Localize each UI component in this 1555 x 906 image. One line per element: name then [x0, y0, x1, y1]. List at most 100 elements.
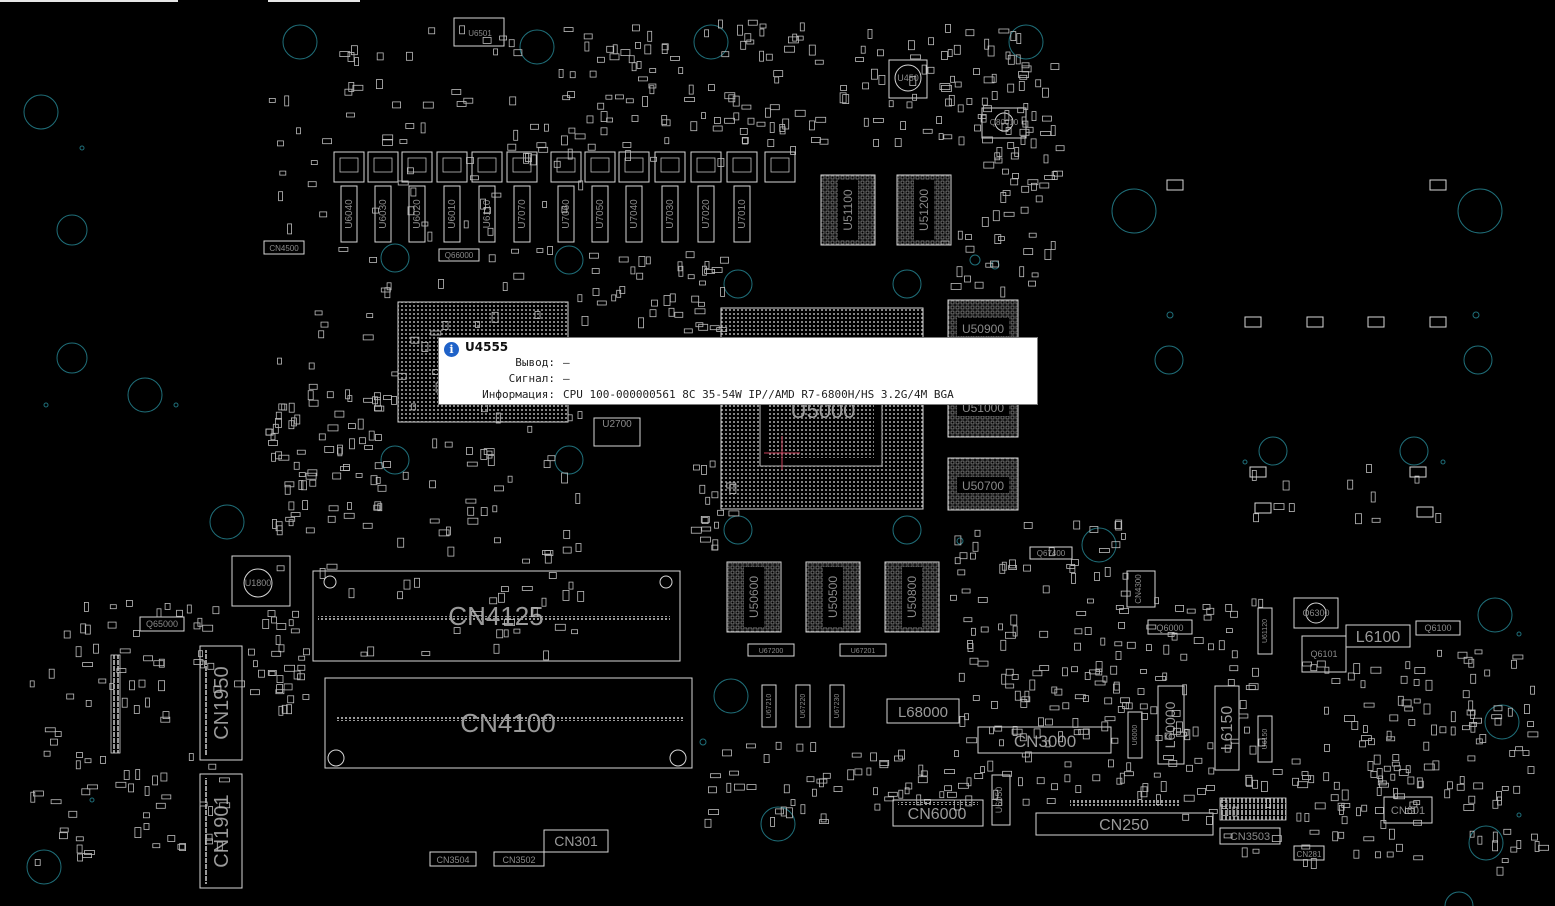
smd-passive	[453, 627, 461, 634]
smd-passive	[158, 658, 165, 668]
mosfet-q6101[interactable]: Q6101	[1301, 635, 1347, 673]
smd-passive	[422, 101, 434, 109]
mosfet-q6300[interactable]: Q6300	[1293, 597, 1339, 629]
smd-passive	[879, 760, 890, 766]
smd-passive	[544, 123, 549, 132]
inductor-l68000[interactable]: L68000	[886, 698, 960, 724]
chip-u6501[interactable]: U6501	[453, 17, 505, 47]
connector-cn3503[interactable]: CN3503	[1219, 797, 1287, 845]
smd-passive	[1347, 479, 1354, 490]
connector-cn1950[interactable]: CN1950	[199, 645, 243, 761]
mosfet-q6000[interactable]: Q6000	[1147, 619, 1193, 635]
smd-passive	[702, 265, 707, 276]
memory-u50500[interactable]: U50500	[805, 561, 861, 633]
svg-text:L6100: L6100	[1356, 629, 1401, 646]
chip-u6150[interactable]: U6150	[1257, 715, 1273, 763]
connector-cn3000[interactable]: CN3000	[977, 726, 1112, 754]
mosfet-q6100[interactable]: Q6100	[1415, 620, 1461, 636]
smd-passive	[405, 123, 415, 129]
mosfet-q65000[interactable]: Q65000	[139, 616, 185, 632]
memory-u51200[interactable]: U51200	[896, 174, 952, 246]
smd-passive	[456, 101, 467, 107]
smd-passive	[297, 664, 306, 671]
mosfet-q66000[interactable]: Q66000	[438, 248, 480, 262]
chip-u67220[interactable]: U67220	[795, 684, 811, 728]
memory-u50800[interactable]: U50800	[884, 561, 940, 633]
smd-passive	[161, 794, 172, 800]
connector-strip-left[interactable]	[110, 654, 121, 754]
memory-u50700[interactable]: U50700	[947, 457, 1019, 511]
smd-passive	[878, 75, 886, 85]
connector-cn6000[interactable]: CN6000	[892, 799, 984, 827]
chip-u6050[interactable]: U6050	[991, 774, 1011, 826]
smd-passive	[1042, 87, 1049, 98]
smd-passive	[800, 804, 806, 815]
smd-passive	[275, 635, 281, 645]
connector-cn4125[interactable]: CN4125	[312, 570, 681, 662]
smd-passive	[970, 552, 976, 560]
svg-text:U6501: U6501	[468, 29, 492, 38]
smd-passive	[397, 591, 404, 600]
smd-passive	[773, 70, 784, 77]
smd-passive	[30, 791, 36, 803]
smd-passive	[990, 260, 999, 268]
memory-u50600[interactable]: U50600	[726, 561, 782, 633]
chip-u67201[interactable]: U67201	[839, 643, 887, 657]
connector-cn4100[interactable]: CN4100	[324, 677, 693, 769]
smd-passive	[1154, 597, 1159, 605]
chip-u6000[interactable]: U6000	[1127, 711, 1143, 759]
smd-passive	[337, 447, 343, 457]
connector-cn4300[interactable]: CN4300	[1126, 570, 1156, 608]
smd-passive	[965, 795, 973, 807]
inductor-l6150[interactable]: L6150	[1214, 685, 1240, 771]
memory-u50900[interactable]: U50900	[947, 299, 1019, 341]
smd-passive	[1048, 547, 1055, 557]
smd-passive	[1005, 668, 1014, 676]
smd-passive	[367, 646, 375, 657]
smd-passive	[1479, 734, 1487, 743]
connector-cn281[interactable]: CN281	[1293, 845, 1325, 861]
smd-passive	[1363, 725, 1368, 733]
smd-passive	[871, 68, 878, 80]
connector-cn601[interactable]: CN601	[1383, 796, 1433, 824]
connector-cn250[interactable]: CN250	[1035, 800, 1214, 836]
connector-cn3504[interactable]: CN3504	[429, 851, 477, 867]
smd-passive	[219, 802, 231, 809]
smd-passive	[205, 833, 213, 841]
mosfet-q67400[interactable]: Q67400	[1029, 546, 1073, 560]
smd-passive	[636, 272, 644, 280]
connector-cn301[interactable]: CN301	[543, 829, 609, 853]
chip-u67210[interactable]: U67210	[761, 684, 777, 728]
smd-passive	[740, 40, 747, 50]
memory-u51100[interactable]: U51100	[820, 174, 876, 246]
smd-passive	[213, 685, 222, 693]
smd-passive	[1347, 672, 1355, 681]
connector-cn4500[interactable]: CN4500	[263, 240, 305, 255]
smd-passive	[957, 230, 963, 240]
inductor-l60000[interactable]: L60000	[1157, 685, 1185, 765]
smd-passive	[1038, 717, 1044, 727]
smd-passive	[153, 660, 165, 667]
smd-passive	[1023, 103, 1029, 110]
smd-passive	[495, 412, 501, 424]
smd-passive	[1404, 706, 1414, 712]
smd-passive	[1072, 718, 1079, 728]
chip-u450[interactable]: U450	[888, 59, 928, 99]
smd-passive	[635, 42, 641, 49]
smd-passive	[1238, 713, 1249, 719]
connector-cn1901[interactable]: CN1901	[199, 773, 243, 889]
smd-passive	[1197, 788, 1206, 795]
smd-passive	[1095, 661, 1103, 672]
chip-u67200[interactable]: U67200	[747, 643, 795, 657]
smd-passive	[1111, 541, 1121, 549]
chip-u67230[interactable]: U67230	[829, 684, 845, 728]
smd-passive	[921, 64, 927, 75]
smd-passive	[1303, 859, 1308, 867]
chip-u61120[interactable]: U61120	[1257, 607, 1273, 655]
chip-u1800[interactable]: U1800	[231, 555, 291, 607]
inductor-l6100[interactable]: L6100	[1345, 624, 1411, 648]
smd-passive	[492, 505, 498, 513]
connector-cn3502[interactable]: CN3502	[493, 851, 545, 867]
